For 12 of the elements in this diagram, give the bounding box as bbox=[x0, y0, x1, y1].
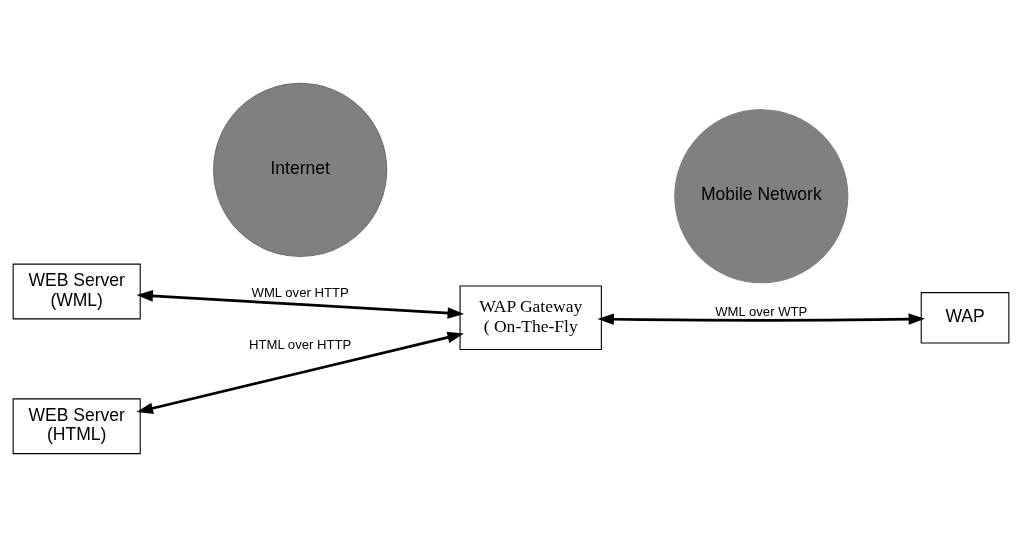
node-box: WAP Gateway ( On-The-Fly bbox=[459, 284, 602, 350]
node-box: WEB Server (WML) bbox=[12, 263, 141, 319]
edge-label: WML over WTP bbox=[715, 303, 808, 319]
node-circle: Internet bbox=[213, 82, 388, 257]
arrow bbox=[136, 289, 465, 319]
node-circle: Mobile Network bbox=[674, 108, 849, 283]
arrow bbox=[597, 312, 926, 325]
arrow bbox=[136, 331, 464, 414]
edge-label: WML over HTTP bbox=[251, 284, 349, 300]
node-box: WAP bbox=[920, 291, 1010, 344]
edge-label: HTML over HTTP bbox=[248, 336, 352, 352]
node-box: WEB Server (HTML) bbox=[12, 397, 141, 454]
